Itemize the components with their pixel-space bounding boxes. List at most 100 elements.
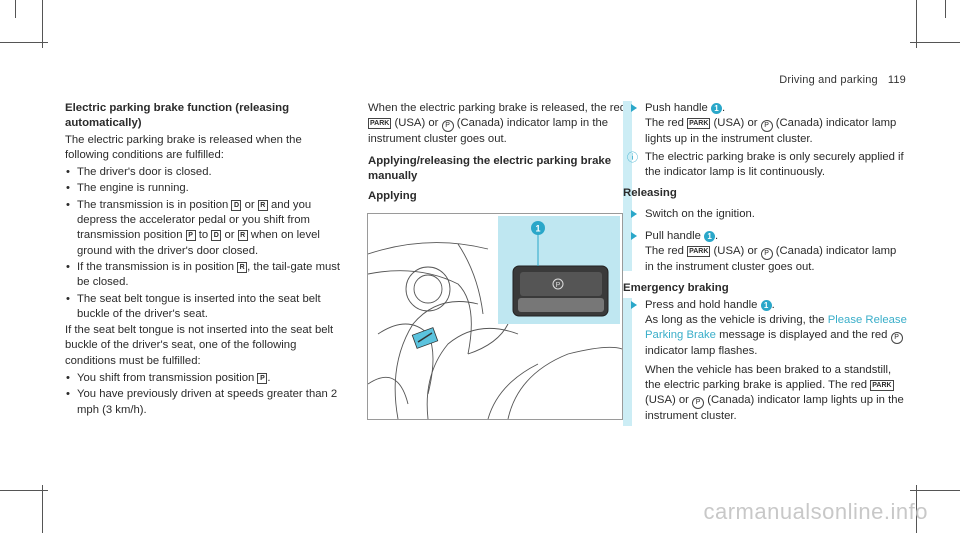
text: (USA) or	[713, 245, 758, 258]
gear-p-icon: P	[185, 230, 196, 242]
gear-d-icon: D	[231, 199, 242, 211]
crop-mark	[916, 0, 917, 48]
condition-list-2: You shift from transmission position P. …	[65, 371, 347, 418]
subheading: Emergency braking	[623, 282, 729, 295]
park-icon: PARK	[687, 118, 711, 130]
step-arrow-icon	[631, 104, 637, 112]
gear-r-icon: R	[237, 261, 248, 273]
step-bar	[623, 101, 632, 271]
list-item: You have previously driven at speeds gre…	[65, 387, 347, 418]
button-symbol: P	[556, 282, 561, 289]
text: message is displayed and the red	[719, 329, 888, 342]
parking-brake-icon: P	[890, 332, 903, 345]
callout-1-icon: 1	[760, 299, 772, 311]
instruction-step: Press and hold handle 1. As long as the …	[623, 298, 908, 425]
text: (Canada) indicator lamp lights up in the…	[645, 394, 904, 423]
crop-mark	[910, 42, 960, 43]
text: (Canada) indicator lamp in the instrumen…	[645, 245, 897, 274]
gear-r-icon: R	[257, 199, 268, 211]
list-item: You shift from transmission position P.	[65, 371, 347, 387]
park-icon: PARK	[368, 118, 392, 130]
text: Push handle	[645, 102, 708, 114]
step-arrow-icon	[631, 231, 637, 240]
parking-brake-icon: P	[692, 397, 705, 410]
text: (USA) or	[394, 117, 439, 130]
text: (USA) or	[713, 117, 758, 130]
column-1: Electric parking brake function (releasi…	[65, 101, 347, 419]
text: or	[244, 198, 255, 211]
subheading: Applying	[368, 190, 417, 203]
crop-mark	[15, 0, 16, 18]
park-icon: PARK	[870, 379, 894, 391]
gear-r-icon: R	[237, 230, 248, 242]
text: Switch on the ignition.	[645, 208, 755, 221]
crop-mark	[42, 485, 43, 533]
step-arrow-icon	[631, 300, 637, 309]
text: or	[224, 229, 235, 242]
list-item: If the transmission is in position R, th…	[65, 260, 347, 291]
crop-mark	[916, 485, 917, 533]
instruction-step: Switch on the ignition.	[623, 207, 908, 222]
section-heading: Applying/releasing the electric parking …	[368, 154, 612, 182]
text: The red	[645, 245, 684, 258]
condition-list: The driver's door is closed. The engine …	[65, 165, 347, 322]
crop-mark	[910, 490, 960, 491]
page-number: 119	[887, 74, 906, 86]
text: (USA) or	[645, 394, 689, 407]
text: to	[198, 229, 209, 242]
instruction-step: Pull handle 1. The red PARK (USA) or P (…	[623, 229, 908, 276]
text: .	[721, 102, 726, 114]
text: As long as the vehicle is driving, the	[645, 313, 825, 326]
text: Pull handle	[645, 229, 701, 242]
paragraph: The electric parking brake is released w…	[65, 133, 302, 161]
watermark: carmanualsonline.info	[703, 499, 928, 524]
paragraph: When the vehicle has been braked to a st…	[645, 363, 908, 425]
list-item: The driver's door is closed.	[65, 165, 347, 181]
parking-brake-illustration: P 1	[367, 213, 623, 420]
column-3: Push handle 1. The red PARK (USA) or P (…	[623, 101, 908, 426]
gear-p-icon: P	[257, 373, 268, 385]
text: .	[715, 229, 719, 242]
column-2: When the electric parking brake is relea…	[368, 101, 650, 205]
dashboard-drawing: P 1	[368, 216, 622, 419]
text: The transmission is in position	[77, 198, 229, 211]
text: When the electric parking brake is relea…	[368, 102, 627, 114]
crop-mark	[945, 0, 946, 18]
text: You shift from transmission position	[77, 372, 255, 385]
section-title: Driving and parking	[779, 74, 878, 86]
paragraph: If the seat belt tongue is not inserted …	[65, 324, 334, 367]
crop-mark	[0, 490, 48, 491]
parking-brake-icon: P	[760, 120, 773, 133]
park-icon: PARK	[687, 246, 711, 258]
text: .	[771, 298, 775, 311]
section-heading: Electric parking brake function (releasi…	[65, 102, 290, 130]
crop-mark	[42, 0, 43, 48]
paragraph: When the electric parking brake is relea…	[368, 101, 650, 148]
subheading: Releasing	[623, 187, 677, 200]
text: If the transmission is in position	[77, 260, 234, 273]
info-icon: ⓘ	[627, 151, 638, 164]
text: and you depress the accelerator pedal or…	[77, 198, 312, 242]
text: (Canada) indicator lamp in the instrumen…	[368, 117, 609, 146]
text: The red	[645, 117, 684, 130]
instruction-step: Push handle 1. The red PARK (USA) or P (…	[623, 101, 908, 148]
parking-brake-icon: P	[441, 120, 454, 133]
text: The electric parking brake is only secur…	[645, 150, 904, 178]
step-bar	[623, 298, 632, 426]
text: indicator lamp flashes.	[645, 345, 758, 358]
callout-number: 1	[535, 224, 540, 234]
list-item: The transmission is in position D or R a…	[65, 198, 347, 259]
text: (Canada) indicator lamp lights up in the…	[645, 117, 897, 146]
text: When the vehicle has been braked to a st…	[645, 363, 892, 391]
callout-1-icon: 1	[704, 230, 716, 242]
list-item: The seat belt tongue is inserted into th…	[65, 292, 347, 323]
step-arrow-icon	[631, 210, 637, 219]
list-item: The engine is running.	[65, 181, 347, 197]
display-message: Please Release Parking Brake	[645, 313, 907, 342]
callout-1-icon: 1	[710, 103, 722, 114]
crop-mark	[0, 42, 48, 43]
parking-brake-icon: P	[760, 248, 773, 261]
text: when on level ground with the driver's d…	[77, 229, 320, 257]
text: Press and hold handle	[645, 298, 758, 311]
text: , the tail-gate must be closed.	[77, 260, 341, 289]
